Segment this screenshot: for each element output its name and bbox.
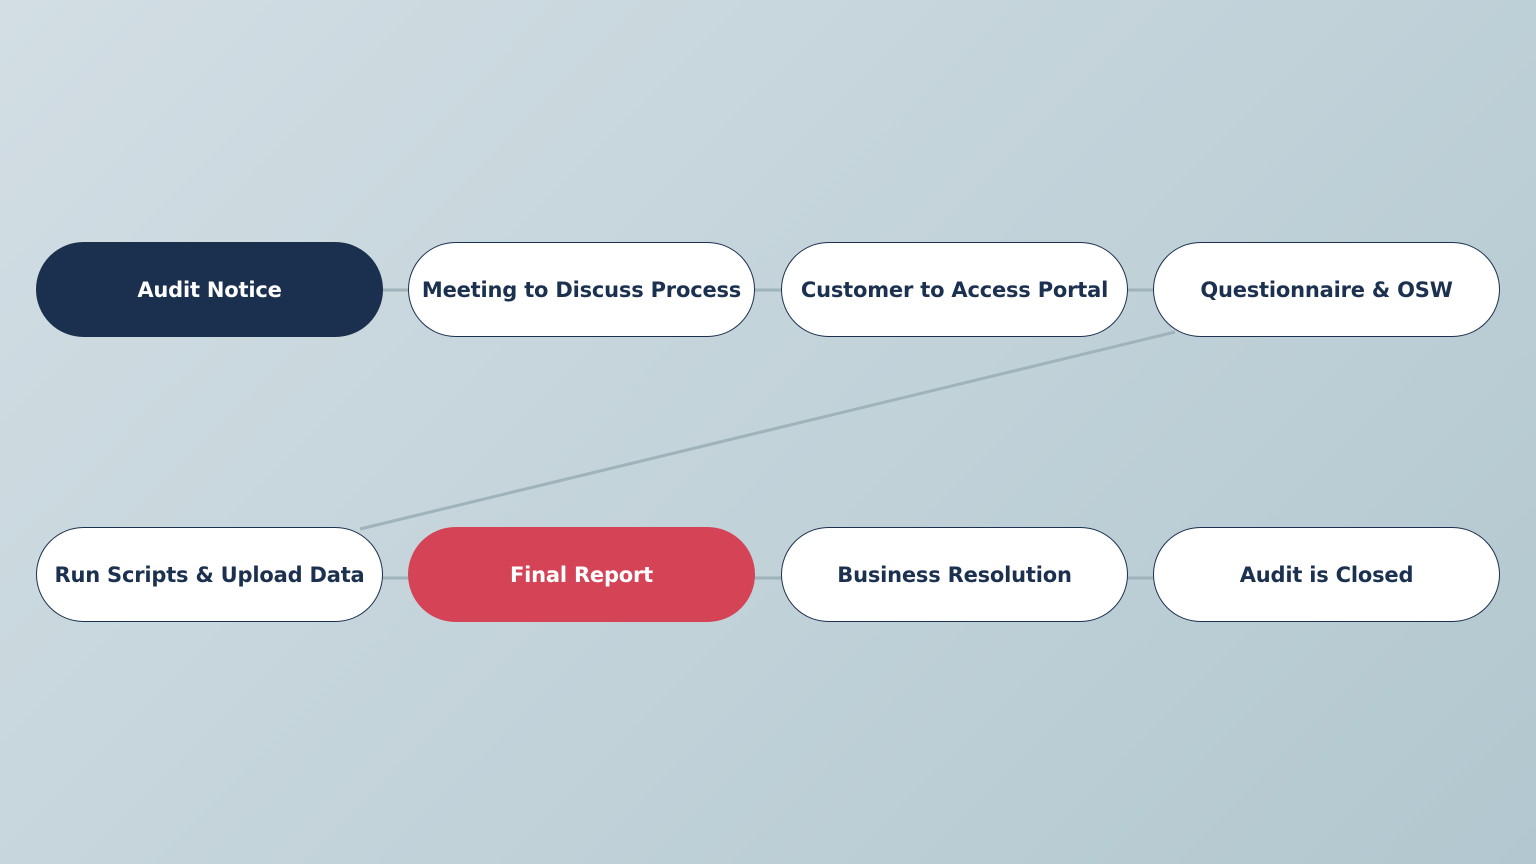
node-audit-is-closed: Audit is Closed: [1153, 527, 1500, 622]
node-label: Audit Notice: [137, 277, 282, 302]
node-label: Business Resolution: [837, 562, 1072, 587]
node-label: Meeting to Discuss Process: [421, 277, 742, 302]
node-meeting-to-discuss-process: Meeting to Discuss Process: [408, 242, 755, 337]
node-label: Audit is Closed: [1239, 562, 1414, 587]
node-business-resolution: Business Resolution: [781, 527, 1128, 622]
node-final-report: Final Report: [408, 527, 755, 622]
node-label: Run Scripts & Upload Data: [54, 562, 365, 587]
edge-questionnaire-to-run-scripts: [359, 330, 1176, 531]
node-label: Questionnaire & OSW: [1200, 277, 1453, 302]
node-questionnaire-osw: Questionnaire & OSW: [1153, 242, 1500, 337]
node-label: Customer to Access Portal: [800, 277, 1109, 302]
node-audit-notice: Audit Notice: [36, 242, 383, 337]
node-customer-to-access-portal: Customer to Access Portal: [781, 242, 1128, 337]
node-label: Final Report: [509, 562, 654, 587]
node-run-scripts-upload-data: Run Scripts & Upload Data: [36, 527, 383, 622]
